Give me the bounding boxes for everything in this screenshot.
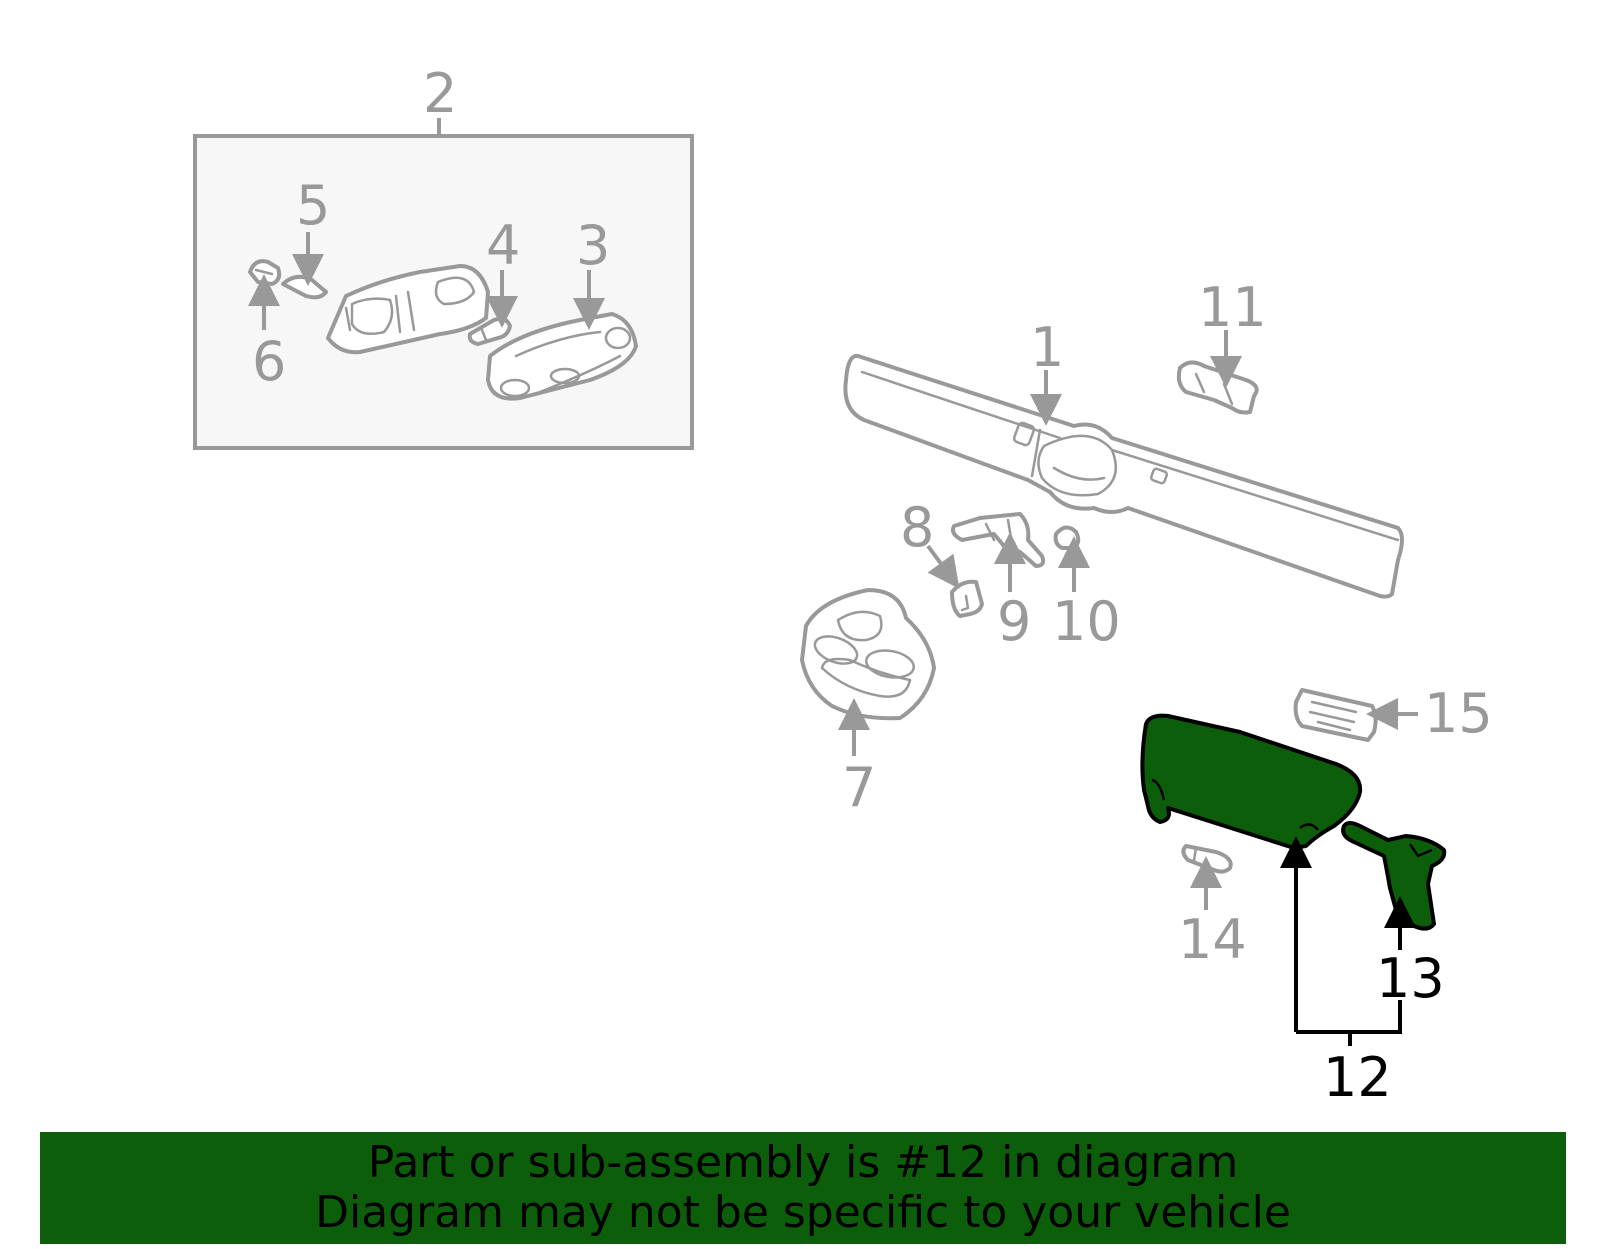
callout-5: 5 xyxy=(296,174,330,237)
callout-7: 7 xyxy=(842,756,876,819)
callout-6: 6 xyxy=(252,330,286,393)
part-15-label[interactable] xyxy=(1293,688,1378,742)
callout-3: 3 xyxy=(576,214,610,277)
callout-13: 13 xyxy=(1376,947,1445,1010)
part-12-sun-visor[interactable] xyxy=(1140,713,1363,850)
callout-12: 12 xyxy=(1323,1046,1392,1109)
part-13-visor-arm[interactable] xyxy=(1341,821,1447,931)
part-14-bulb[interactable] xyxy=(1181,844,1233,874)
part-10-clip[interactable] xyxy=(1053,525,1081,550)
callout-9: 9 xyxy=(997,590,1031,653)
info-banner: Part or sub-assembly is #12 in diagram D… xyxy=(40,1132,1566,1244)
part-8-cap[interactable] xyxy=(950,579,984,618)
console-housing[interactable] xyxy=(326,264,490,355)
part-7-console-bezel[interactable] xyxy=(800,588,936,721)
part-6-clip[interactable] xyxy=(248,259,282,286)
callout-2: 2 xyxy=(423,62,457,125)
part-3-lamp-cover[interactable] xyxy=(486,312,638,401)
callout-10: 10 xyxy=(1052,590,1121,653)
part-1-roof-rail[interactable] xyxy=(843,353,1404,599)
callout-8: 8 xyxy=(900,496,934,559)
banner-line-2: Diagram may not be specific to your vehi… xyxy=(315,1187,1291,1238)
callout-15: 15 xyxy=(1424,682,1493,745)
callout-14: 14 xyxy=(1178,908,1247,971)
banner-line-1: Part or sub-assembly is #12 in diagram xyxy=(367,1137,1239,1188)
callout-1: 1 xyxy=(1030,316,1064,379)
part-11-bracket[interactable] xyxy=(1176,360,1259,415)
callout-11: 11 xyxy=(1198,276,1267,339)
part-9-bracket[interactable] xyxy=(951,512,1046,568)
callout-4: 4 xyxy=(486,214,520,277)
